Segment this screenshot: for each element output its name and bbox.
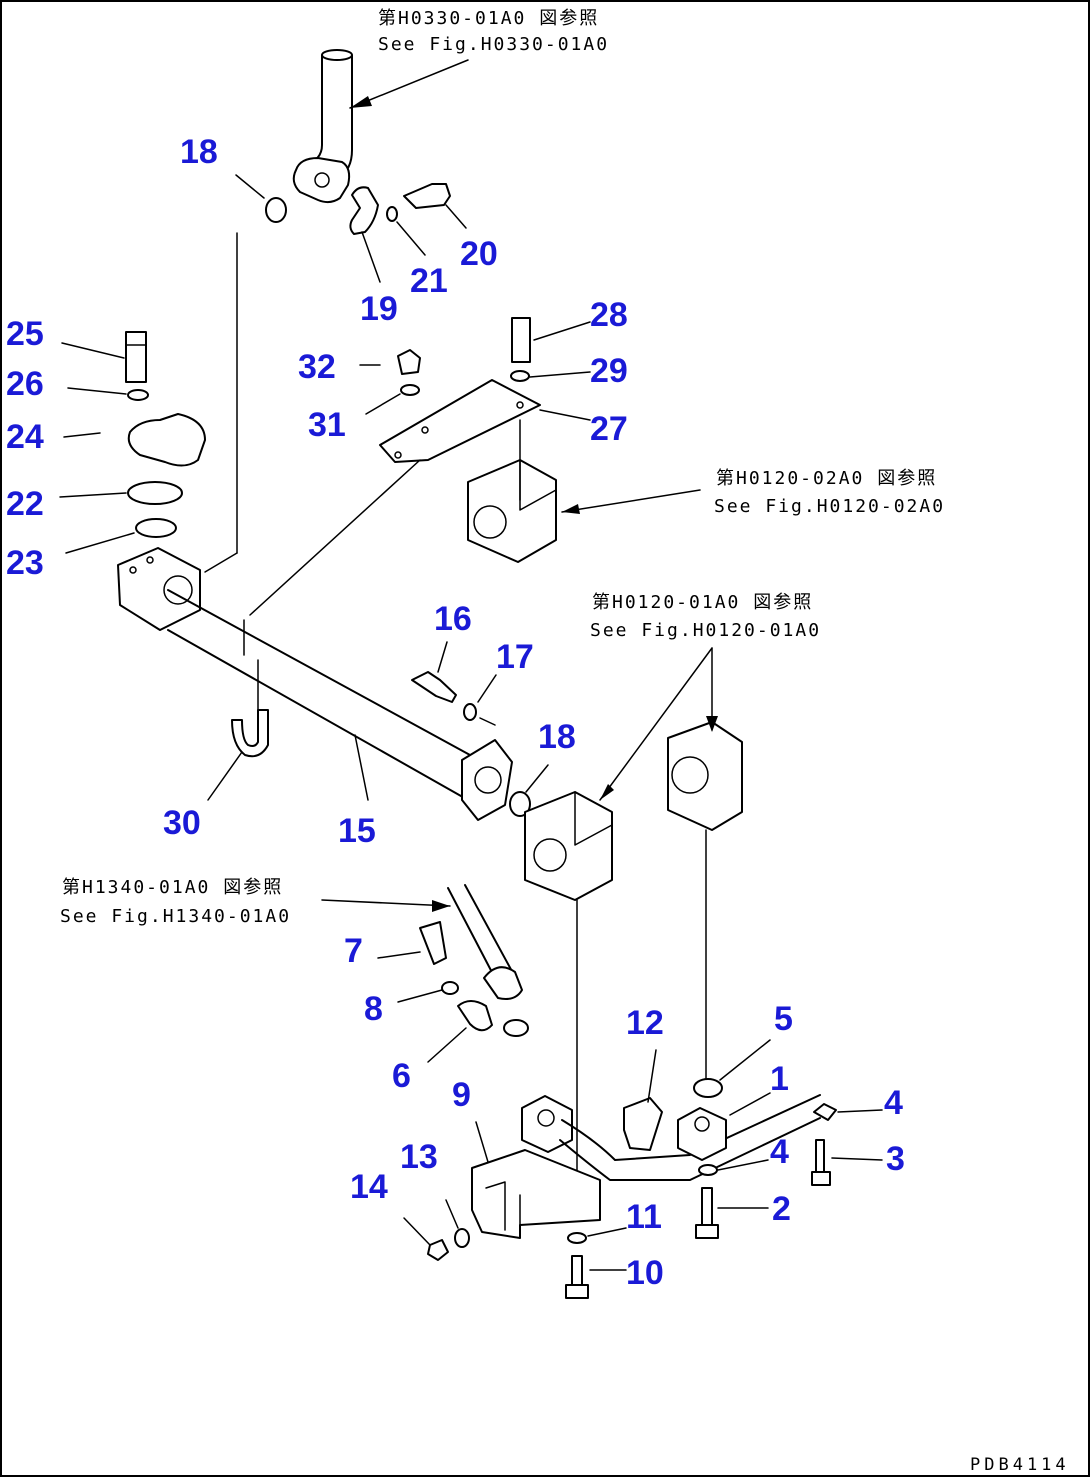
reference-h0330: 第H0330-01A0 図参照 See Fig.H0330-01A0 [378,8,609,55]
callout-19: 19 [360,290,398,328]
bottom-pipe-assembly [521,1049,821,1181]
callout-28: 28 [590,296,628,334]
reference-h0120-01-en: See Fig.H0120-01A0 [590,620,821,641]
callout-18-lower: 18 [538,718,576,756]
callout-9: 9 [452,1076,471,1114]
elbow-30 [207,709,269,801]
valve-block-upper [467,419,701,563]
o-ring-18-lower [509,791,531,817]
callouts: 18 19 20 21 25 26 24 22 23 32 31 28 29 2… [6,133,905,1292]
callout-10: 10 [626,1254,664,1292]
callout-8: 8 [364,990,383,1028]
callout-1: 1 [770,1060,789,1098]
main-pipe-15 [117,547,513,821]
o-ring-5 [693,1078,723,1098]
callout-12: 12 [626,1004,664,1042]
bolt-16-washer-17 [411,641,497,726]
callout-16: 16 [434,600,472,638]
callout-24: 24 [6,418,44,456]
callout-11: 11 [626,1198,662,1236]
callout-26: 26 [6,365,44,403]
bracket-27 [249,317,591,616]
reference-h1340: 第H1340-01A0 図参照 See Fig.H1340-01A0 [60,877,291,927]
reference-h0120-01: 第H0120-01A0 図参照 See Fig.H0120-01A0 [590,592,821,641]
callout-13: 13 [400,1138,438,1176]
callout-2: 2 [772,1190,791,1228]
callout-4-upper: 4 [884,1084,903,1122]
valve-block-lower-left [524,791,613,1196]
callout-30: 30 [163,804,201,842]
callout-14: 14 [350,1168,388,1206]
upper-hose-assembly [204,49,469,573]
reference-h0120-02: 第H0120-02A0 図参照 See Fig.H0120-02A0 [714,468,945,517]
callout-25: 25 [6,315,44,353]
reference-h1340-jp: 第H1340-01A0 図参照 [62,877,283,898]
fasteners [403,1103,883,1299]
callout-31: 31 [308,406,346,444]
callout-20: 20 [460,235,498,273]
callout-3: 3 [886,1140,905,1178]
callout-4-lower: 4 [770,1133,789,1171]
callout-15: 15 [338,812,376,850]
callout-27: 27 [590,410,628,448]
callout-22: 22 [6,485,44,523]
reference-h0120-01-jp: 第H0120-01A0 図参照 [592,592,813,613]
reference-h0120-02-en: See Fig.H0120-02A0 [714,496,945,517]
left-flange-stack [59,331,206,554]
callout-5: 5 [774,1000,793,1038]
valve-block-lower-right [599,647,743,1081]
callout-32: 32 [298,348,336,386]
bracket-9 [471,1121,601,1239]
callout-17: 17 [496,638,534,676]
lower-hose-assembly [321,884,529,1063]
reference-h0120-02-jp: 第H0120-02A0 図参照 [716,468,937,489]
drawing-code: PDB4114 [970,1455,1070,1475]
callout-29: 29 [590,352,628,390]
reference-h0330-en: See Fig.H0330-01A0 [378,34,609,55]
callout-7: 7 [344,932,363,970]
callout-23: 23 [6,544,44,582]
callout-6: 6 [392,1057,411,1095]
reference-h0330-jp: 第H0330-01A0 図参照 [378,8,599,29]
reference-h1340-en: See Fig.H1340-01A0 [60,906,291,927]
callout-21: 21 [410,262,448,300]
callout-18-upper: 18 [180,133,218,171]
